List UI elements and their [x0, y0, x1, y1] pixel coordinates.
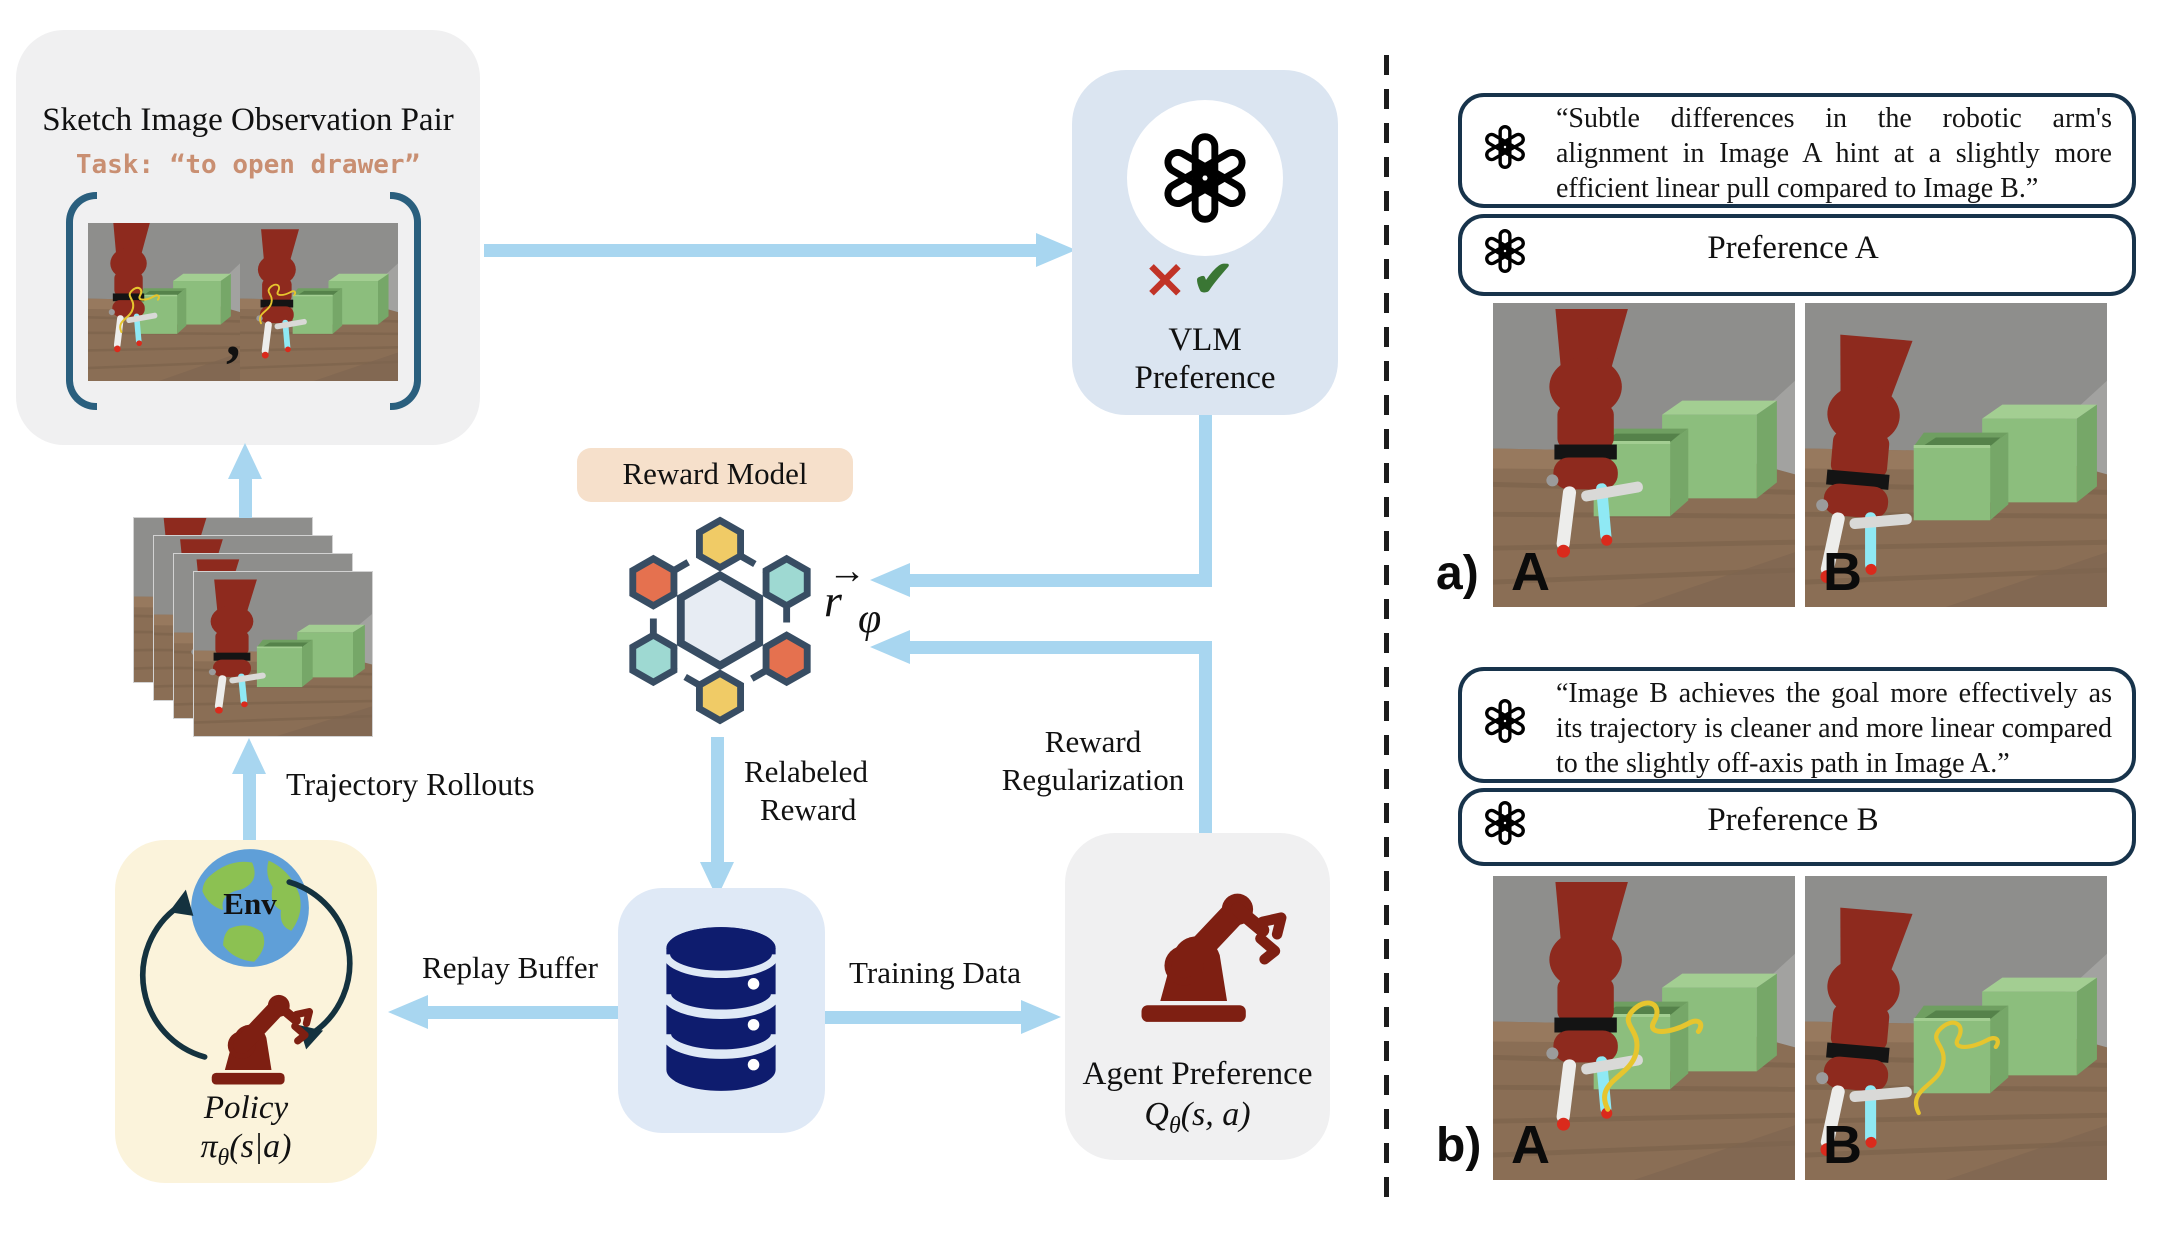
reward-regularization-label-line2: Regularization — [1001, 762, 1185, 797]
replay-buffer-label: Replay Buffer — [422, 950, 598, 985]
preference-label-a: Preference A — [1707, 230, 1879, 266]
robot-arm-icon — [1116, 878, 1288, 1024]
arrowhead-agent-to-reward — [870, 630, 910, 664]
preference-label-b: Preference B — [1707, 802, 1879, 838]
pi-subscript: θ — [217, 1144, 230, 1171]
database-icon — [661, 927, 781, 1091]
image-label: A — [1511, 542, 1550, 602]
sim-image-a-left: A — [1493, 303, 1795, 607]
arrowhead-sketch-to-vlm — [1036, 233, 1076, 267]
image-label: B — [1823, 1115, 1862, 1175]
cross-icon: ✕ — [1144, 253, 1186, 309]
relabeled-reward-label-line2: Reward — [760, 792, 857, 827]
openai-logo-icon — [1483, 125, 1527, 169]
arrow-frames-to-sketch — [239, 477, 252, 518]
env-label: Env — [223, 886, 277, 921]
panel-divider — [1384, 55, 1389, 1205]
arrow-replay-buffer — [428, 1006, 618, 1019]
section-tag-a: a) — [1436, 547, 1479, 600]
observation-image-1 — [88, 223, 240, 381]
arrow-agent-to-reward-horizontal — [908, 641, 1212, 654]
arrow-vlm-to-reward-vertical — [1199, 415, 1212, 587]
reward-network-icon — [629, 516, 811, 725]
section-tag-b: b) — [1436, 1119, 1482, 1172]
policy-robot-icon — [194, 984, 314, 1086]
q-args: (s, a) — [1180, 1096, 1251, 1133]
sketch-box-title: Sketch Image Observation Pair — [42, 102, 454, 138]
task-label: Task: “to open drawer” — [75, 150, 421, 180]
openai-logo-icon — [1146, 119, 1264, 237]
trajectory-frame — [193, 571, 373, 737]
openai-logo-icon — [1483, 699, 1527, 743]
reward-symbol-r: r — [824, 575, 842, 626]
vlm-label-line1: VLM — [1168, 322, 1242, 358]
q-symbol: Q — [1144, 1096, 1169, 1133]
check-icon: ✔ — [1192, 251, 1234, 307]
globe-icon — [191, 849, 309, 967]
quote-text-a: “Subtle differences in the robotic arm's… — [1556, 103, 2112, 204]
arrowhead-replay-buffer — [388, 995, 428, 1029]
arrow-sketch-to-vlm — [484, 244, 1036, 257]
agent-q-formula: Qθ(s, a) — [1065, 1096, 1330, 1140]
sim-image-b-left: A — [1493, 876, 1795, 1180]
quote-box-a — [1458, 93, 2136, 208]
preference-box-a — [1458, 214, 2136, 296]
arrow-relabeled-reward — [711, 737, 724, 865]
reward-symbol-phi: φ — [858, 596, 882, 642]
arrowhead-training-data — [1021, 1000, 1061, 1034]
image-label: A — [1511, 1115, 1550, 1175]
agent-preference-label: Agent Preference — [1082, 1056, 1313, 1092]
pi-args: (s|a) — [229, 1128, 292, 1165]
arrow-vlm-to-reward-horizontal — [908, 574, 1212, 587]
reward-vector-arrow: → — [828, 550, 866, 592]
observation-image-2 — [240, 223, 398, 381]
reward-regularization-label-line1: Reward — [1044, 724, 1142, 759]
arrow-agent-to-reward-vertical — [1199, 641, 1212, 833]
arrow-training-data — [825, 1011, 1021, 1024]
relabeled-reward-label-line1: Relabeled — [744, 754, 868, 789]
q-subscript: θ — [1168, 1112, 1181, 1139]
trajectory-rollouts-label: Trajectory Rollouts — [286, 766, 535, 802]
quote-box-b — [1458, 667, 2136, 783]
pi-symbol: π — [200, 1128, 218, 1165]
reward-model-label: Reward Model — [622, 456, 808, 491]
training-data-label: Training Data — [849, 955, 1021, 990]
bracket-left-icon — [66, 192, 97, 410]
arrow-env-to-frames — [243, 772, 256, 840]
arrowhead-frames-to-sketch — [228, 443, 262, 479]
comma-separator: , — [226, 303, 241, 368]
policy-label: Policy — [203, 1090, 289, 1126]
sim-image-a-right: B — [1805, 303, 2107, 607]
arrowhead-vlm-to-reward — [870, 563, 910, 597]
sim-image-b-right: B — [1805, 876, 2107, 1180]
preference-box-b — [1458, 788, 2136, 866]
quote-text-b: “Image B achieves the goal more effectiv… — [1556, 678, 2112, 779]
arrowhead-env-to-frames — [232, 738, 266, 774]
reward-model-label-box — [577, 448, 853, 502]
image-label: B — [1823, 542, 1862, 602]
policy-formula: πθ(s|a) — [115, 1128, 377, 1172]
vlm-label-line2: Preference — [1134, 360, 1276, 396]
openai-logo-circle — [1127, 100, 1283, 256]
